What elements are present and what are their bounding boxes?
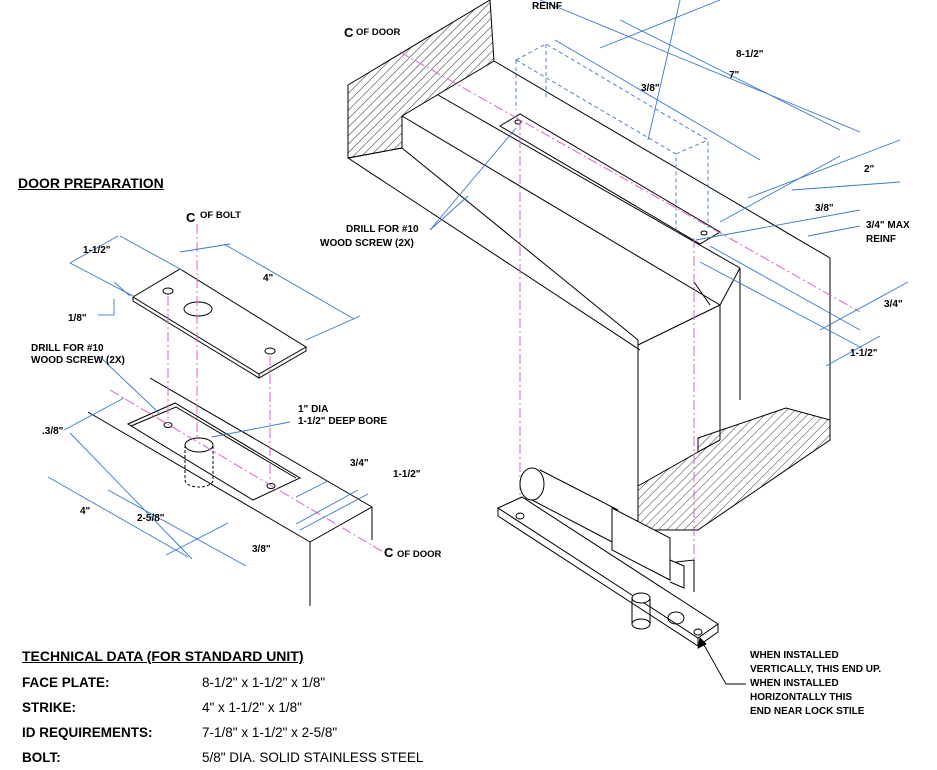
screw-hole-icon [162, 287, 174, 295]
install-note-line3: WHEN INSTALLED [750, 678, 839, 689]
tech-row-label: ID REQUIREMENTS: [22, 725, 153, 740]
tech-row-label: FACE PLATE: [22, 675, 110, 690]
dim-4-top: 4" [263, 273, 274, 284]
centerline-symbol: C [384, 545, 394, 560]
technical-data-table: TECHNICAL DATA (FOR STANDARD UNIT) FACE … [22, 648, 522, 770]
drill-note-right-line1: DRILL FOR #10 [346, 224, 419, 235]
cl-door-label-right: OF DOOR [356, 27, 400, 38]
dimensions-left [47, 235, 369, 567]
centerlines-left [109, 224, 391, 557]
dimensions-right [429, 0, 909, 367]
dim-3-8-bottom: 3/8" [252, 544, 271, 555]
dim-4-bottom: 4" [80, 506, 91, 517]
bore-note-line2: 1-1/2" DEEP BORE [298, 416, 387, 427]
tech-row: STRIKE: 4" x 1-1/2" x 1/8" [22, 695, 522, 720]
tech-row-value: 5/8" DIA. SOLID STAINLESS STEEL [202, 750, 424, 765]
door-edge-left [87, 377, 373, 606]
max-reinf-line2: REINF [866, 234, 896, 245]
centerline-symbol: C [186, 210, 196, 225]
dim-1-8: 1/8" [68, 313, 87, 324]
tech-row: ID REQUIREMENTS: 7-1/8" x 1-1/2" x 2-5/8… [22, 720, 522, 745]
page-title: DOOR PREPARATION [18, 175, 164, 191]
reinf-top-label: REINF [532, 1, 562, 12]
technical-data-title: TECHNICAL DATA (FOR STANDARD UNIT) [22, 648, 304, 664]
technical-drawing: C OF BOLT 1-1/2" 4" 1/8" DRILL FOR #10 W… [31, 0, 910, 717]
dim-3-4-right: 3/4" [884, 299, 903, 310]
screw-hole-icon [264, 347, 276, 355]
tech-row: BOLT: 5/8" DIA. SOLID STAINLESS STEEL [22, 745, 522, 770]
drill-note-right-line2: WOOD SCREW (2X) [320, 238, 414, 249]
tech-row-value: 8-1/2" x 1-1/2" x 1/8" [202, 675, 326, 690]
tech-row: FACE PLATE: 8-1/2" x 1-1/2" x 1/8" [22, 670, 522, 695]
bore-note-line1: 1" DIA [298, 404, 328, 415]
bolt-hole-icon [183, 301, 213, 317]
install-note-line4: HORIZONTALLY THIS [750, 692, 852, 703]
dim-1-1-2-right-view: 1-1/2" [850, 348, 878, 359]
dim-3-8-left: .3/8" [42, 426, 64, 437]
cl-door-label-left: OF DOOR [397, 549, 441, 560]
dim-8-1-2: 8-1/2" [736, 49, 764, 60]
dim-3-4-left: 3/4" [350, 458, 369, 469]
install-note-line1: WHEN INSTALLED [750, 650, 839, 661]
dim-2-5-8: 2-5/8" [137, 513, 165, 524]
dim-7: 7" [729, 70, 740, 81]
dim-1-1-2-right: 1-1/2" [393, 469, 421, 480]
install-note-line5: END NEAR LOCK STILE [750, 706, 865, 717]
tech-row-label: STRIKE: [22, 700, 76, 715]
tech-row-value: 4" x 1-1/2" x 1/8" [202, 700, 302, 715]
dim-1-1-2-top: 1-1/2" [83, 245, 111, 256]
hidden-lines-right [515, 43, 709, 232]
max-reinf-line1: 3/4" MAX [866, 220, 910, 231]
centerlines-right [399, 51, 861, 580]
drill-note-line1: DRILL FOR #10 [31, 343, 104, 354]
tech-row-label: BOLT: [22, 750, 61, 765]
strike-plate [132, 268, 307, 379]
drill-note-line2: WOOD SCREW (2X) [31, 355, 125, 366]
dim-3-8-b: 3/8" [815, 203, 834, 214]
tech-row-value: 7-1/8" x 1-1/2" x 2-5/8" [202, 725, 338, 740]
dim-3-8-a: 3/8" [641, 83, 660, 94]
install-note-line2: VERTICALLY, THIS END UP. [750, 664, 881, 675]
centerline-symbol: C [344, 25, 354, 40]
dim-2: 2" [864, 164, 875, 175]
door-body-right [347, 0, 831, 531]
cl-bolt-label: OF BOLT [200, 210, 241, 221]
install-leader [697, 637, 746, 685]
